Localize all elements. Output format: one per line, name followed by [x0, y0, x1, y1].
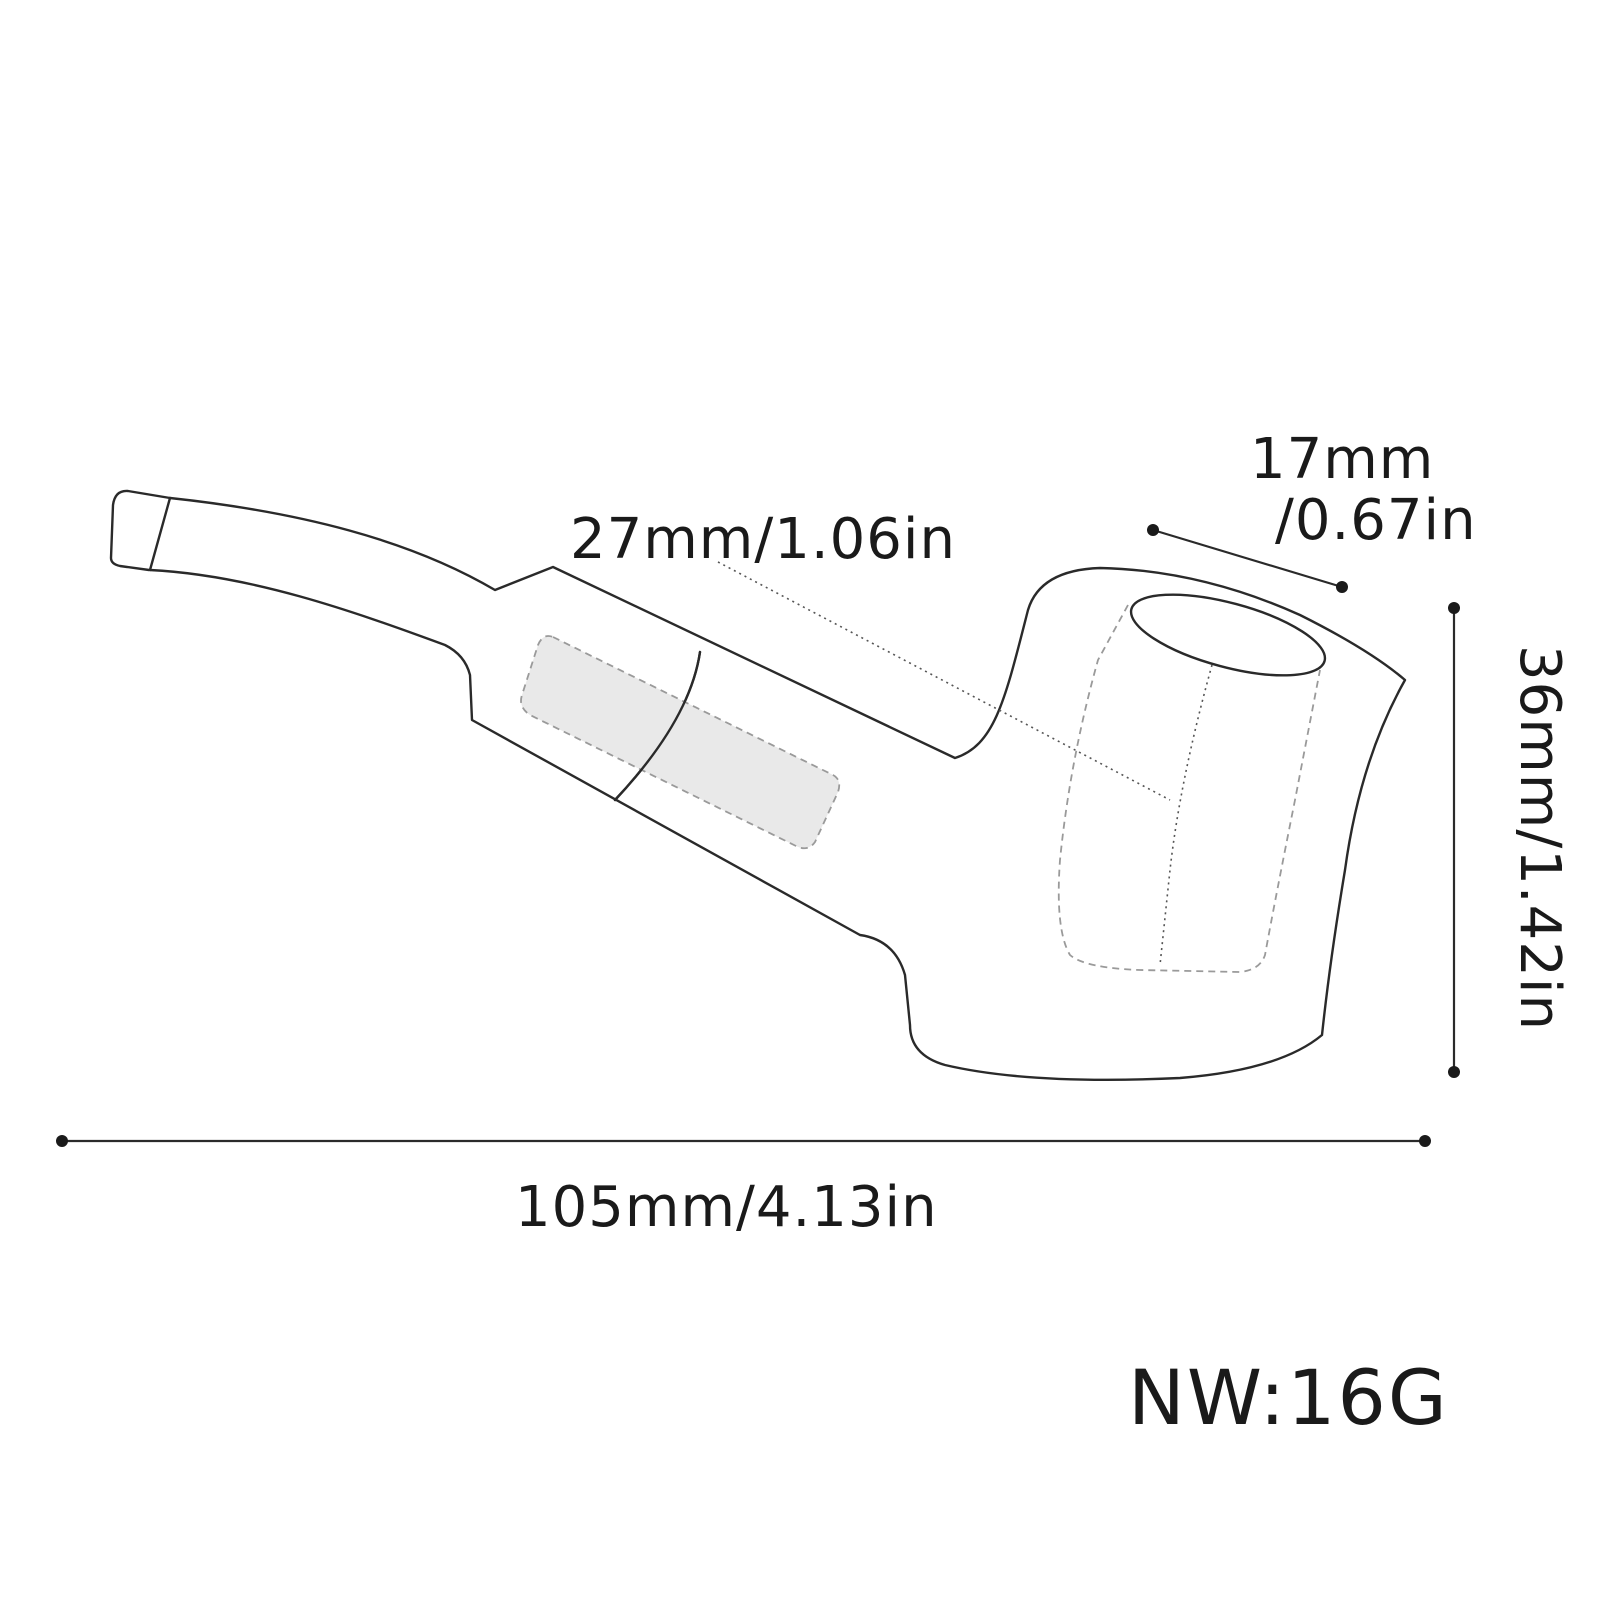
- bowl-depth-leader: [717, 561, 1171, 801]
- pipe-body-outline: [148, 496, 1407, 1082]
- bowl-diameter-dimension-line: [1152, 528, 1343, 589]
- pipe-tip-joint: [148, 496, 172, 572]
- pipe-shank-joint-overlay: [613, 650, 702, 802]
- height-bottom-dot: [1448, 1066, 1460, 1078]
- length-left-dot: [56, 1135, 68, 1147]
- bowl-diameter-label-in: /0.67in: [1275, 488, 1477, 553]
- bowl-chamber-outline: [1057, 604, 1321, 973]
- length-right-dot: [1419, 1135, 1431, 1147]
- bowl-diameter-start-dot: [1147, 524, 1159, 536]
- height-label: 36mm/1.42in: [1507, 645, 1572, 1031]
- bowl-diameter-label-mm: 17mm: [1250, 427, 1435, 492]
- bowl-depth-label: 27mm/1.06in: [570, 507, 956, 572]
- pipe-mouthpiece-tip: [109, 489, 172, 572]
- bowl-centre-line: [1159, 664, 1213, 966]
- length-label: 105mm/4.13in: [515, 1175, 938, 1240]
- filter-insert-outline: [520, 635, 841, 850]
- net-weight-label: NW:16G: [1128, 1353, 1449, 1442]
- pipe-bowl-opening: [1129, 593, 1327, 677]
- bowl-diameter-end-dot: [1336, 581, 1348, 593]
- height-top-dot: [1448, 602, 1460, 614]
